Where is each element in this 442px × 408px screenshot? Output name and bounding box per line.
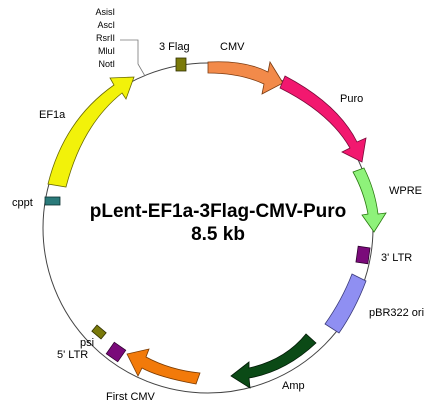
ef1a-label: EF1a [39, 109, 66, 121]
restriction-site-label: RsrII [96, 33, 115, 43]
cppt-label: cppt [12, 197, 33, 209]
first-cmv-arrow [126, 348, 201, 385]
cmv-arrow [207, 60, 284, 95]
plasmid-size: 8.5 kb [191, 224, 245, 245]
wpre-arrow [352, 167, 387, 233]
psi-box [91, 324, 107, 340]
restriction-site-label: AsisI [95, 7, 115, 17]
restriction-site-leader [120, 39, 146, 77]
pbr322-label: pBR322 ori [369, 307, 424, 319]
restriction-site-label: AscI [97, 20, 115, 30]
pbr322-block [324, 273, 367, 334]
cmv-label: CMV [220, 41, 245, 53]
first-cmv-label: First CMV [106, 391, 156, 403]
ltr5-label: 5' LTR [57, 349, 88, 361]
wpre-label: WPRE [389, 185, 422, 197]
ltr3-box [355, 245, 371, 265]
ef1a-arrow [47, 76, 135, 188]
amp-label: Amp [282, 380, 305, 392]
ltr3-label: 3' LTR [381, 252, 412, 264]
amp-arrow [230, 333, 317, 389]
puro-label: Puro [340, 93, 363, 105]
cppt-box [44, 196, 61, 206]
puro-arrow [279, 75, 367, 163]
flag3-box [175, 57, 187, 72]
psi-label: psi [80, 337, 94, 349]
ltr5-box [105, 341, 127, 363]
restriction-site-label: NotI [98, 59, 115, 69]
plasmid-name: pLent-EF1a-3Flag-CMV-Puro [90, 201, 347, 222]
flag3-label: 3 Flag [159, 41, 190, 53]
restriction-site-label: MluI [98, 46, 115, 56]
